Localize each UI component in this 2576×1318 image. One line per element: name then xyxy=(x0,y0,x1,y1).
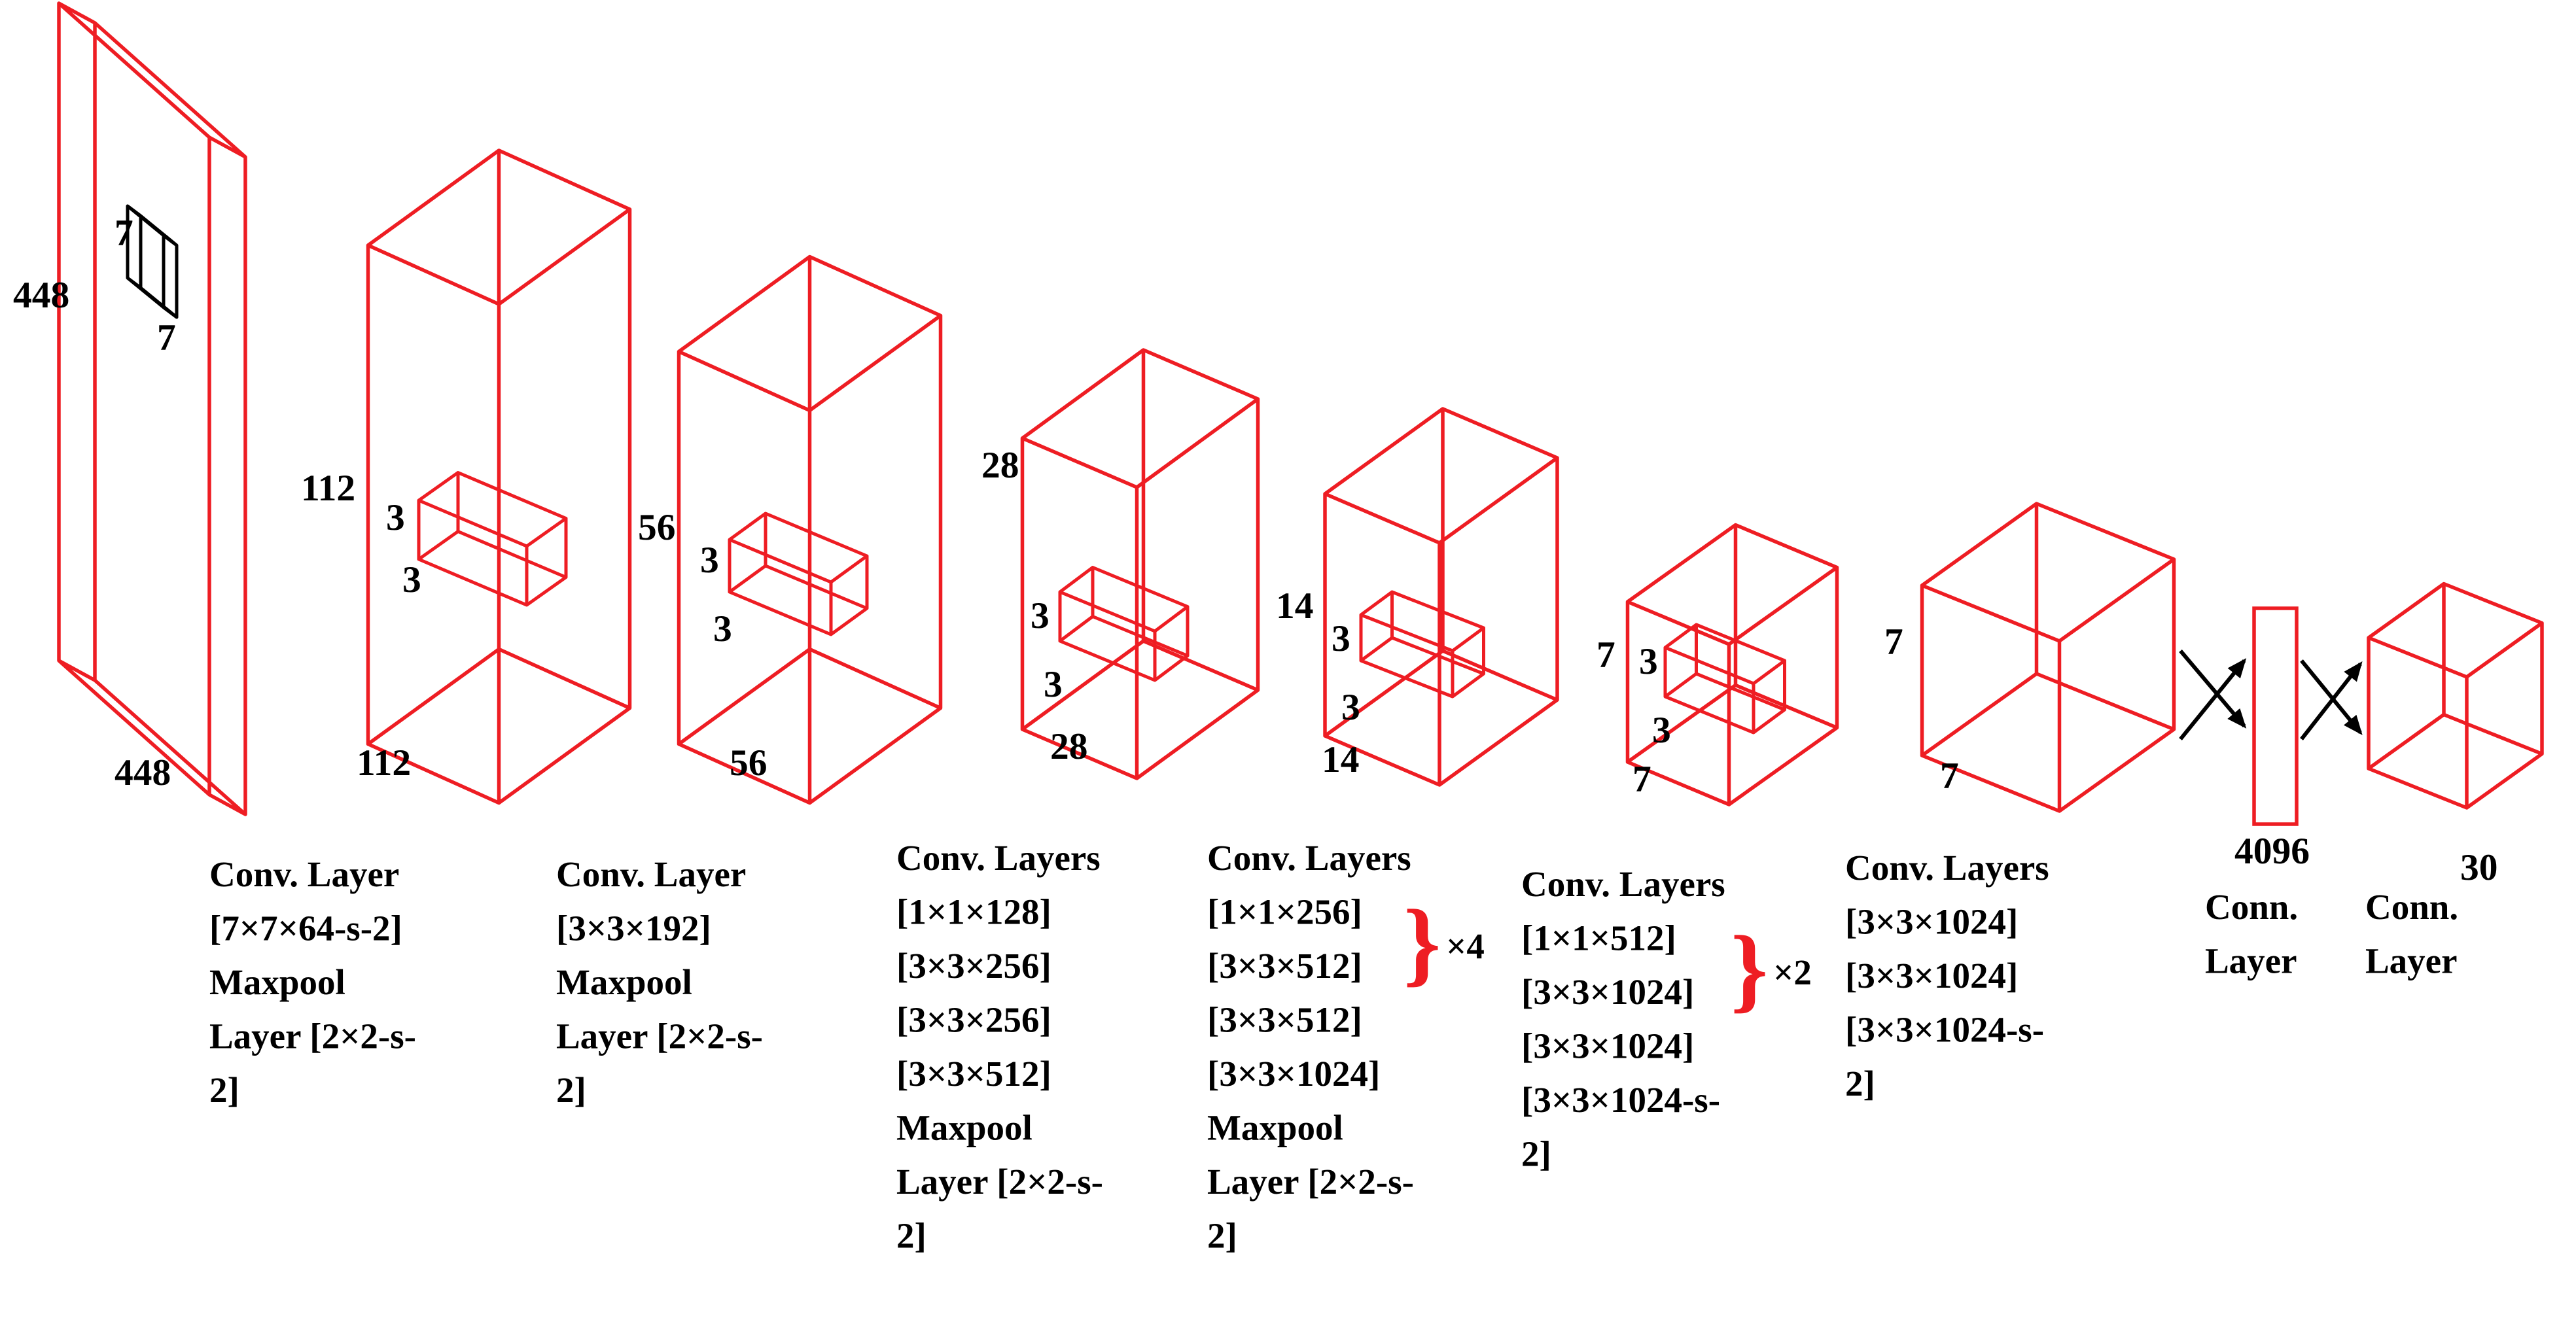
input-image-box xyxy=(57,1,247,816)
conv6-feature-box xyxy=(1920,502,2176,813)
caption-c2-l0: Conv. Layer xyxy=(556,854,746,894)
caption-c2-l4: 2] xyxy=(556,1070,586,1110)
caption-c3-l4: [3×3×512] xyxy=(896,1054,1051,1094)
caption-c7-l1: Layer xyxy=(2205,941,2297,981)
caption-c3-l0: Conv. Layers xyxy=(896,838,1101,878)
conv2-feature-box xyxy=(677,254,943,805)
caption-c8-l1: Layer xyxy=(2365,941,2458,981)
caption-c6-l2: [3×3×1024] xyxy=(1845,956,2018,996)
label-s2-width: 112 xyxy=(357,742,411,784)
label-kernel3-top: 3 xyxy=(700,540,719,581)
caption-c1-l0: Conv. Layer xyxy=(209,854,399,894)
caption-c4-l2: [3×3×512] xyxy=(1207,946,1362,986)
caption-c6-l0: Conv. Layers xyxy=(1845,848,2049,888)
caption-c5-l5: 2] xyxy=(1521,1134,1551,1174)
fc-crossing-arrows xyxy=(2179,650,2363,740)
label-s3-width: 56 xyxy=(730,742,768,784)
caption-c3-l2: [3×3×256] xyxy=(896,946,1051,986)
label-kernel2-bottom: 3 xyxy=(402,559,421,600)
kernel-3x3-box-s2 xyxy=(417,471,568,607)
caption-c4-l0: Conv. Layers xyxy=(1207,838,1411,878)
fc2-arrow-up-icon xyxy=(2300,661,2363,740)
label-s3-height: 56 xyxy=(638,507,676,548)
label-output-size: 30 xyxy=(2460,847,2498,888)
kernel-3x3-box-s5 xyxy=(1359,590,1485,699)
caption-c7-l0: Conn. xyxy=(2205,887,2298,927)
label-s6-height: 7 xyxy=(1597,634,1615,676)
conv1-feature-box xyxy=(366,148,632,805)
caption-c5-l0: Conv. Layers xyxy=(1521,864,1725,904)
fc-layer-rect xyxy=(2252,606,2299,826)
label-s5-width: 14 xyxy=(1322,739,1360,780)
kernel-3x3-box-s4 xyxy=(1058,566,1190,682)
label-kernel4-bottom: 3 xyxy=(1044,664,1063,705)
label-s7-width: 7 xyxy=(1940,755,1959,797)
caption-c4-l7: 2] xyxy=(1207,1216,1237,1256)
label-kernel4-top: 3 xyxy=(1031,595,1050,636)
label-kernel1-top: 7 xyxy=(115,213,133,254)
caption-c8-l0: Conn. xyxy=(2365,887,2458,927)
label-kernel6-bottom: 3 xyxy=(1652,710,1671,751)
conv3-feature-box xyxy=(1020,348,1260,780)
caption-c4-l5: Maxpool xyxy=(1207,1108,1343,1148)
label-s4-width: 28 xyxy=(1050,726,1088,767)
label-kernel2-top: 3 xyxy=(386,497,405,538)
caption-c5-l3: [3×3×1024] xyxy=(1521,1026,1694,1066)
label-kernel5-bottom: 3 xyxy=(1341,687,1360,728)
repeat-brace-x4: } xyxy=(1403,891,1441,996)
fc1-arrow-down-icon xyxy=(2179,650,2247,729)
caption-c4-l3: [3×3×512] xyxy=(1207,1000,1362,1040)
caption-c2-l2: Maxpool xyxy=(556,962,692,1002)
caption-c2-l3: Layer [2×2-s- xyxy=(556,1016,763,1056)
caption-c5-l2: [3×3×1024] xyxy=(1521,972,1694,1012)
caption-c1-l3: Layer [2×2-s- xyxy=(209,1016,416,1056)
caption-c1-l2: Maxpool xyxy=(209,962,345,1002)
caption-c4-l4: [3×3×1024] xyxy=(1207,1054,1380,1094)
conv5-feature-box xyxy=(1625,523,1839,806)
label-s4-height: 28 xyxy=(981,445,1019,486)
caption-c2-l1: [3×3×192] xyxy=(556,909,711,948)
label-input-width: 448 xyxy=(115,752,171,793)
label-s7-height: 7 xyxy=(1884,621,1903,663)
label-kernel6-top: 3 xyxy=(1639,641,1658,682)
caption-c1-l4: 2] xyxy=(209,1070,239,1110)
caption-c6-l4: 2] xyxy=(1845,1064,1875,1103)
caption-c4-l1: [1×1×256] xyxy=(1207,892,1362,932)
kernel-3x3-box-s3 xyxy=(728,512,869,636)
kernel-3x3-box-s6 xyxy=(1663,623,1786,735)
caption-c4-l6: Layer [2×2-s- xyxy=(1207,1162,1414,1202)
label-times4: ×4 xyxy=(1446,926,1485,966)
label-s6-width: 7 xyxy=(1632,759,1651,800)
caption-c6-l3: [3×3×1024-s- xyxy=(1845,1010,2044,1050)
kernel-7x7-box xyxy=(126,204,179,319)
fc2-arrow-down-icon xyxy=(2300,659,2363,735)
label-kernel1-bottom: 7 xyxy=(157,317,176,358)
label-fc1-size: 4096 xyxy=(2234,831,2310,872)
caption-c3-l3: [3×3×256] xyxy=(896,1000,1051,1040)
label-times2: ×2 xyxy=(1773,952,1812,992)
label-s2-height: 112 xyxy=(301,468,355,509)
caption-c3-l1: [1×1×128] xyxy=(896,892,1051,932)
caption-c3-l6: Layer [2×2-s- xyxy=(896,1162,1103,1202)
caption-c6-l1: [3×3×1024] xyxy=(1845,902,2018,942)
label-kernel5-top: 3 xyxy=(1332,618,1350,659)
output-feature-box xyxy=(2367,581,2544,810)
label-input-height: 448 xyxy=(13,275,69,316)
fc1-arrow-up-icon xyxy=(2179,658,2247,740)
repeat-brace-x2: } xyxy=(1731,917,1768,1022)
label-s5-height: 14 xyxy=(1276,585,1314,627)
wireframe-layer xyxy=(57,1,2544,816)
caption-c5-l4: [3×3×1024-s- xyxy=(1521,1080,1720,1120)
label-kernel3-bottom: 3 xyxy=(713,608,732,650)
conv4-feature-box xyxy=(1323,407,1559,787)
caption-c5-l1: [1×1×512] xyxy=(1521,918,1676,958)
caption-c3-l5: Maxpool xyxy=(896,1108,1032,1148)
caption-c3-l7: 2] xyxy=(896,1216,926,1256)
caption-c1-l1: [7×7×64-s-2] xyxy=(209,909,402,948)
